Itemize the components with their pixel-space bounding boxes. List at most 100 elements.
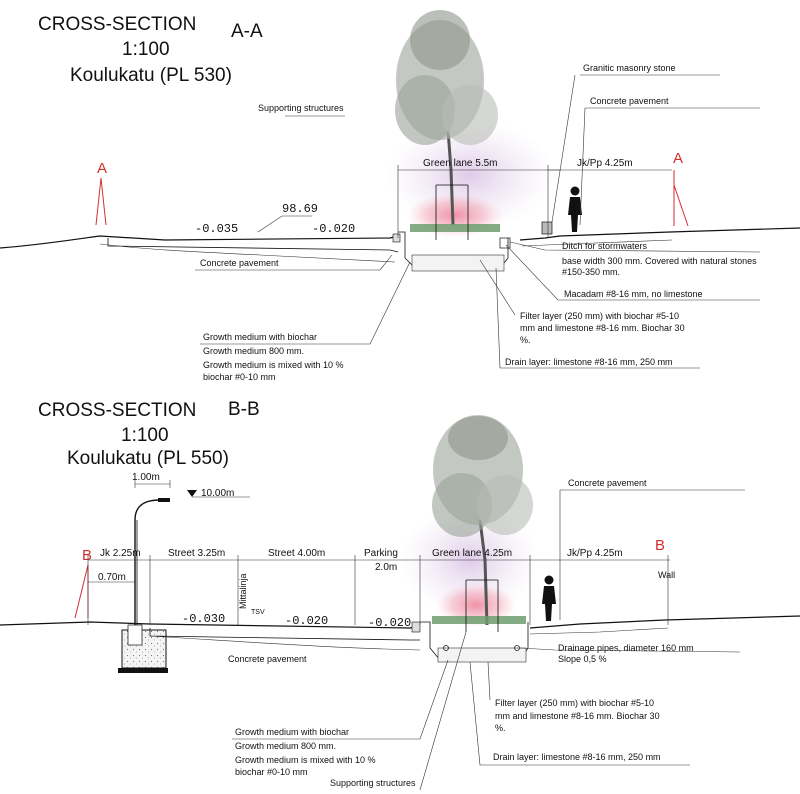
label-growth-b-3: Growth medium is mixed with 10 % xyxy=(235,755,376,765)
sidewalk-surface-a xyxy=(519,227,800,241)
section-b: CROSS-SECTION B-B 1:100 Koulukatu (PL 55… xyxy=(0,399,800,791)
leader-drain-a xyxy=(495,267,700,369)
section-a-title: CROSS-SECTION xyxy=(38,14,196,35)
label-drain-a: Drain layer: limestone #8-16 mm, 250 mm xyxy=(505,357,673,367)
green-lane-b-plants xyxy=(432,616,526,624)
dim-green-lane-a xyxy=(397,165,560,238)
label-pipes-2: Slope 0,5 % xyxy=(558,654,607,664)
leader-supporting-b xyxy=(419,631,467,791)
dim-jkpp-b-label: Jk/Pp 4.25m xyxy=(567,548,623,559)
road-surface-a xyxy=(0,235,399,249)
dim-lamp-height-label: 10.00m xyxy=(201,488,234,499)
label-growth-a-2: Growth medium 800 mm. xyxy=(203,346,304,356)
label-filter-b-1: Filter layer (250 mm) with biochar #5-10 xyxy=(495,698,654,708)
sidewalk-base-b xyxy=(529,627,669,635)
section-a-street: Koulukatu (PL 530) xyxy=(70,65,232,86)
label-drain-b: Drain layer: limestone #8-16 mm, 250 mm xyxy=(493,752,661,762)
section-b-street: Koulukatu (PL 550) xyxy=(67,448,229,469)
curb-a xyxy=(392,233,401,243)
elevation-triangle xyxy=(187,490,197,497)
dim-parking-label: Parking xyxy=(364,548,398,559)
section-b-marker: B-B xyxy=(228,399,260,420)
label-concrete-top-a: Concrete pavement xyxy=(590,96,669,106)
label-growth-b-4: biochar #0-10 mm xyxy=(235,767,308,777)
section-a-marker: A-A xyxy=(231,21,263,42)
label-growth-b-1: Growth medium with biochar xyxy=(235,727,349,737)
section-a-scale: 1:100 xyxy=(122,39,170,60)
label-growth-a-3: Growth medium is mixed with 10 % xyxy=(203,360,344,370)
dim-lamp-arm xyxy=(134,480,171,488)
label-granitic: Granitic masonry stone xyxy=(583,63,676,73)
leader-growth-a xyxy=(200,261,411,345)
leader-ditch xyxy=(509,241,761,253)
dim-green-lane-a-label: Green lane 5.5m xyxy=(423,158,498,169)
sidewalk-surface-b xyxy=(529,615,800,629)
label-growth-b-2: Growth medium 800 mm. xyxy=(235,741,336,751)
label-concrete-road-b: Concrete pavement xyxy=(228,654,307,664)
section-a-cut-left: A xyxy=(97,160,107,177)
drain-layer-a xyxy=(411,254,505,272)
label-ditch-1: Ditch for stormwaters xyxy=(562,241,648,251)
dim-offset-label: 0.70m xyxy=(98,572,126,583)
dim-lamp-arm-label: 1.00m xyxy=(132,472,160,483)
leader-drain-b xyxy=(469,661,690,766)
label-ditch-2: base width 300 mm. Covered with natural … xyxy=(562,256,757,266)
leader-pipes xyxy=(519,647,741,653)
dim-street2-label: Street 4.00m xyxy=(268,548,325,559)
leader-concrete-top-b xyxy=(559,489,745,620)
cut-marker-a-left xyxy=(95,177,107,226)
label-filter-a-3: %. xyxy=(520,335,531,345)
dim-ticks-b xyxy=(87,555,669,625)
section-b-cut-right: B xyxy=(655,537,665,554)
label-tsv: TSV xyxy=(251,609,265,616)
leader-macadam xyxy=(505,244,760,301)
label-growth-a-1: Growth medium with biochar xyxy=(203,332,317,342)
slope-b-1: -0.030 xyxy=(182,612,225,626)
road-base-a xyxy=(107,238,399,253)
elevation-a: 98.69 xyxy=(282,202,318,216)
tree-a xyxy=(395,10,498,226)
label-concrete-top-b: Concrete pavement xyxy=(568,478,647,488)
tree-a-supports xyxy=(435,184,469,240)
label-wall: Wall xyxy=(658,570,675,580)
label-pipes-1: Drainage pipes, diameter 160 mm xyxy=(558,643,694,653)
granitic-stone-block xyxy=(541,221,553,235)
street-lamp xyxy=(118,498,170,673)
dim-jk-label: Jk 2.25m xyxy=(100,548,141,559)
label-growth-a-4: biochar #0-10 mm xyxy=(203,372,276,382)
pedestrian-a xyxy=(568,186,582,232)
leader-filter-a xyxy=(479,259,516,316)
label-filter-b-3: %. xyxy=(495,723,506,733)
label-mittalinja: Mittalinja xyxy=(238,573,248,609)
sidewalk-base-a xyxy=(521,239,673,247)
section-b-cut-left: B xyxy=(82,547,92,564)
dim-green-lane-b-label: Green lane 4.25m xyxy=(432,548,512,559)
label-filter-a-1: Filter layer (250 mm) with biochar #5-10 xyxy=(520,311,679,321)
leader-concrete-top-a xyxy=(579,107,760,226)
leader-granitic xyxy=(551,74,720,223)
road-subbase-b xyxy=(149,635,421,651)
label-filter-a-2: mm and limestone #8-16 mm. Biochar 30 xyxy=(520,323,685,333)
section-b-title: CROSS-SECTION xyxy=(38,400,196,421)
label-concrete-road-a: Concrete pavement xyxy=(200,258,279,268)
label-supporting-a: Supporting structures xyxy=(258,103,344,113)
ditch-box xyxy=(499,237,511,249)
road-subbase-a xyxy=(99,243,396,263)
tree-b xyxy=(432,415,533,626)
tree-b-supports xyxy=(465,579,499,632)
section-b-scale: 1:100 xyxy=(121,425,169,446)
leader-filter-b xyxy=(487,661,491,701)
leader-concrete-road-a xyxy=(195,254,393,271)
road-base-b xyxy=(149,628,420,641)
green-lane-a-plants xyxy=(410,224,500,232)
cut-marker-a-right xyxy=(673,170,689,227)
label-supporting-b: Supporting structures xyxy=(330,778,416,788)
drain-layer-b xyxy=(437,647,527,663)
elevation-leader-a xyxy=(257,215,312,233)
slope-a-2: -0.020 xyxy=(312,222,355,236)
slope-b-2: -0.020 xyxy=(285,614,328,628)
label-macadam: Macadam #8-16 mm, no limestone xyxy=(564,289,703,299)
slope-b-3: -0.020 xyxy=(368,616,411,630)
drain-pipe-right xyxy=(514,645,520,651)
